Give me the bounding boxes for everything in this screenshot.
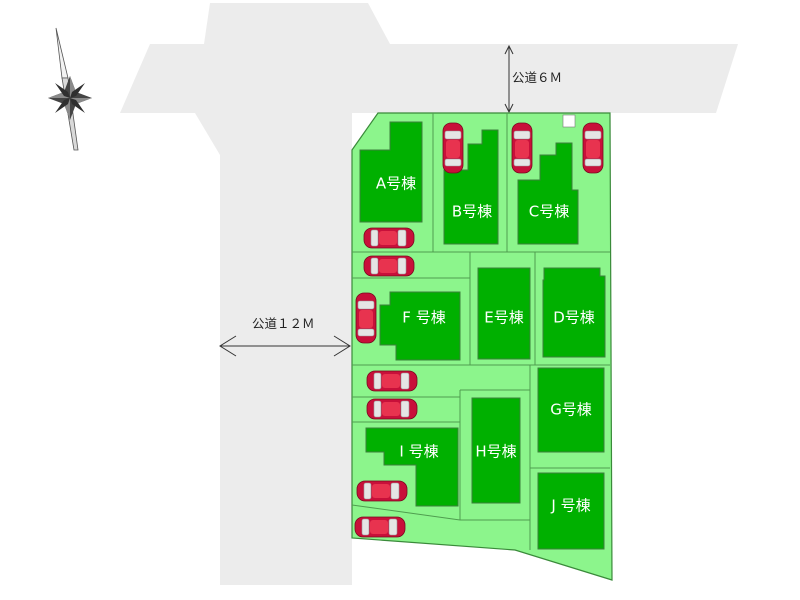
car-icon	[355, 292, 377, 344]
compass-icon	[48, 27, 92, 151]
building-d	[542, 267, 606, 358]
north-road-dimension: 公道６Ｍ	[504, 44, 562, 114]
building-d-label: D号棟	[553, 309, 595, 327]
building-a-label: A号棟	[376, 175, 416, 193]
building-f-label: F 号棟	[402, 309, 445, 327]
building-h	[471, 397, 521, 504]
building-g-label: G号棟	[550, 401, 592, 419]
building-e	[477, 267, 531, 360]
west-road-dimension: 公道１２Ｍ	[219, 316, 351, 357]
utility-marker	[562, 114, 576, 128]
car-icon	[356, 480, 408, 502]
building-h-label: H号棟	[475, 443, 516, 461]
building-b-label: B号棟	[452, 203, 492, 221]
car-icon	[363, 227, 415, 249]
building-e-label: E号棟	[484, 309, 523, 327]
building-i-label: I 号棟	[399, 443, 438, 461]
car-icon	[582, 122, 604, 174]
building-c-label: C号棟	[529, 203, 569, 221]
building-j-label: J 号棟	[550, 497, 590, 515]
building-g	[537, 367, 605, 453]
building-f	[379, 291, 461, 361]
building-c	[517, 142, 579, 245]
car-icon	[511, 122, 533, 174]
building-a	[359, 121, 423, 223]
building-j	[537, 472, 605, 550]
north-road-label: 公道６Ｍ	[512, 70, 562, 85]
west-road-label: 公道１２Ｍ	[252, 316, 315, 331]
north-road	[120, 3, 738, 113]
building-i	[365, 427, 459, 507]
car-icon	[354, 516, 406, 538]
car-icon	[366, 398, 418, 420]
car-icon	[366, 370, 418, 392]
car-icon	[442, 122, 464, 174]
lot-lines	[351, 113, 610, 550]
car-icon	[363, 255, 415, 277]
west-road	[195, 113, 352, 585]
building-b	[443, 129, 499, 245]
